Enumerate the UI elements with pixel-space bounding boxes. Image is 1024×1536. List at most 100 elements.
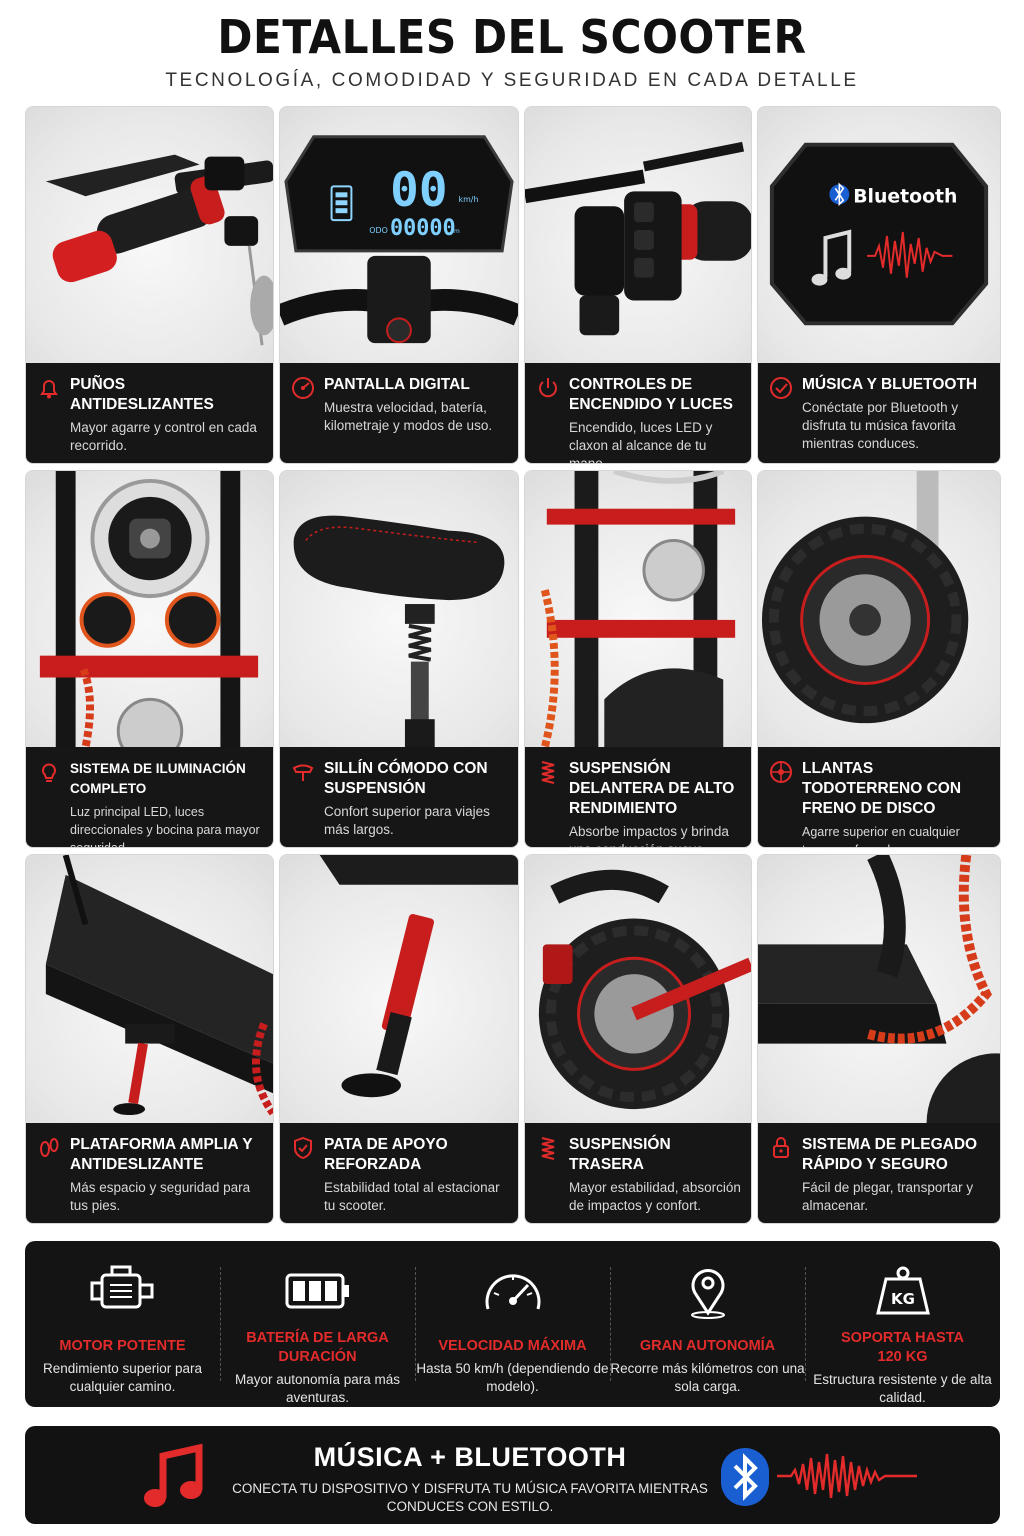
card-description: Agarre superior en cualquier terreno y f… <box>802 825 960 847</box>
music-note-icon <box>137 1438 213 1514</box>
feature-title: SOPORTA HASTA 120 KG <box>841 1330 964 1365</box>
card-caption: SUSPENSIÓN TRASERA Mayor estabilidad, ab… <box>525 1123 751 1223</box>
folding-photo <box>758 855 1000 1123</box>
card-title: SISTEMA DE PLEGADO RÁPIDO Y SEGURO <box>802 1136 978 1173</box>
card-title: SUSPENSIÓN DELANTERA DE ALTO RENDIMIENTO <box>569 760 735 817</box>
display-photo: 00 km/h ODO 00000 km <box>280 107 518 363</box>
feature-description: Recorre más kilómetros con una sola carg… <box>610 1361 805 1394</box>
kickstand-photo <box>280 855 518 1123</box>
card-caption: SUSPENSIÓN DELANTERA DE ALTO RENDIMIENTO… <box>525 747 751 847</box>
deck-photo <box>26 855 273 1123</box>
shield-check-icon <box>290 1135 316 1161</box>
sound-wave-icon <box>777 1450 917 1502</box>
card-title: PANTALLA DIGITAL <box>324 376 470 393</box>
svg-text:KG: KG <box>891 1290 915 1308</box>
card-description: Más espacio y seguridad para tus pies. <box>70 1180 251 1213</box>
card-description: Mayor estabilidad, absorción de impactos… <box>569 1180 741 1213</box>
card-caption: MÚSICA Y BLUETOOTH Conéctate por Bluetoo… <box>758 363 1000 463</box>
card-caption: PLATAFORMA AMPLIA Y ANTIDESLIZANTE Más e… <box>26 1123 273 1223</box>
spring-icon <box>535 1135 561 1161</box>
card-title: LLANTAS TODOTERRENO CON FRENO DE DISCO <box>802 760 962 817</box>
lightbulb-icon <box>36 759 62 785</box>
card-grips: PUÑOS ANTIDESLIZANTES Mayor agarre y con… <box>25 106 274 464</box>
power-icon <box>535 375 561 401</box>
card-description: Muestra velocidad, batería, kilometraje … <box>324 400 493 433</box>
card-caption: PUÑOS ANTIDESLIZANTES Mayor agarre y con… <box>26 363 273 463</box>
front-suspension-photo <box>525 471 751 747</box>
grip-photo <box>26 107 273 363</box>
card-title: SISTEMA DE ILUMINACIÓN COMPLETO <box>70 761 246 796</box>
card-caption: PANTALLA DIGITAL Muestra velocidad, bate… <box>280 363 518 463</box>
feature-speed: VELOCIDAD MÁXIMA Hasta 50 km/h (dependie… <box>415 1241 610 1407</box>
seat-icon <box>290 759 316 785</box>
svg-text:km/h: km/h <box>459 195 479 204</box>
checkmark-icon <box>768 375 794 401</box>
svg-text:Bluetooth: Bluetooth <box>853 186 957 207</box>
card-deck: PLATAFORMA AMPLIA Y ANTIDESLIZANTE Más e… <box>25 854 274 1224</box>
footprint-icon <box>36 1135 62 1161</box>
page-header: DETALLES DEL SCOOTER TECNOLOGÍA, COMODID… <box>0 8 1024 92</box>
feature-title: BATERÍA DE LARGA DURACIÓN <box>246 1330 389 1365</box>
card-description: Estabilidad total al estacionar tu scoot… <box>324 1180 500 1213</box>
svg-text:km: km <box>451 228 460 235</box>
card-kickstand: PATA DE APOYO REFORZADA Estabilidad tota… <box>279 854 519 1224</box>
feature-battery: BATERÍA DE LARGA DURACIÓN Mayor autonomí… <box>220 1241 415 1407</box>
svg-text:ODO: ODO <box>369 226 388 235</box>
card-title: MÚSICA Y BLUETOOTH <box>802 376 978 393</box>
feature-description: Mayor autonomía para más aventuras. <box>234 1372 401 1405</box>
bell-icon <box>36 375 62 401</box>
card-description: Fácil de plegar, transportar y almacenar… <box>802 1180 974 1213</box>
location-pin-icon <box>673 1263 743 1319</box>
feature-bar: MOTOR POTENTE Rendimiento superior para … <box>25 1241 1000 1407</box>
card-title: CONTROLES DE ENCENDIDO Y LUCES <box>569 376 733 413</box>
feature-description: Estructura resistente y de alta calidad. <box>813 1372 992 1405</box>
lights-photo <box>26 471 273 747</box>
card-title: PLATAFORMA AMPLIA Y ANTIDESLIZANTE <box>70 1136 253 1173</box>
card-folding: SISTEMA DE PLEGADO RÁPIDO Y SEGURO Fácil… <box>757 854 1001 1224</box>
feature-weight: KG SOPORTA HASTA 120 KG Estructura resis… <box>805 1241 1000 1407</box>
bluetooth-photo: Bluetooth <box>758 107 1000 363</box>
feature-range: GRAN AUTONOMÍA Recorre más kilómetros co… <box>610 1241 805 1407</box>
card-description: Absorbe impactos y brinda una conducción… <box>569 824 729 847</box>
lock-icon <box>768 1135 794 1161</box>
svg-text:00: 00 <box>390 163 447 218</box>
motor-icon <box>88 1263 158 1319</box>
card-bluetooth: Bluetooth MÚSICA Y BLUETOOTH Conéctate p… <box>757 106 1001 464</box>
feature-description: Hasta 50 km/h (dependiendo de modelo). <box>416 1361 609 1394</box>
card-lights: SISTEMA DE ILUMINACIÓN COMPLETO Luz prin… <box>25 470 274 848</box>
card-caption: CONTROLES DE ENCENDIDO Y LUCES Encendido… <box>525 363 751 463</box>
card-caption: LLANTAS TODOTERRENO CON FRENO DE DISCO A… <box>758 747 1000 847</box>
battery-icon <box>283 1263 353 1319</box>
card-title: SUSPENSIÓN TRASERA <box>569 1136 671 1173</box>
seat-photo <box>280 471 518 747</box>
wheel-icon <box>768 759 794 785</box>
detail-grid: PUÑOS ANTIDESLIZANTES Mayor agarre y con… <box>25 106 1001 1224</box>
card-caption: SISTEMA DE ILUMINACIÓN COMPLETO Luz prin… <box>26 747 273 847</box>
banner-description: CONECTA TU DISPOSITIVO Y DISFRUTA TU MÚS… <box>232 1481 708 1514</box>
banner-title: MÚSICA + BLUETOOTH <box>313 1442 627 1472</box>
card-display: 00 km/h ODO 00000 km PANTALLA DIGITAL Mu… <box>279 106 519 464</box>
speedometer-icon <box>478 1263 548 1319</box>
card-rear-suspension: SUSPENSIÓN TRASERA Mayor estabilidad, ab… <box>524 854 752 1224</box>
weight-icon: KG <box>868 1263 938 1319</box>
card-front-suspension: SUSPENSIÓN DELANTERA DE ALTO RENDIMIENTO… <box>524 470 752 848</box>
spring-icon <box>535 759 561 785</box>
card-description: Encendido, luces LED y claxon al alcance… <box>569 420 713 464</box>
card-caption: PATA DE APOYO REFORZADA Estabilidad tota… <box>280 1123 518 1223</box>
card-description: Conéctate por Bluetooth y disfruta tu mú… <box>802 400 959 451</box>
card-caption: SISTEMA DE PLEGADO RÁPIDO Y SEGURO Fácil… <box>758 1123 1000 1223</box>
music-banner: MÚSICA + BLUETOOTH CONECTA TU DISPOSITIV… <box>25 1426 1000 1524</box>
feature-motor: MOTOR POTENTE Rendimiento superior para … <box>25 1241 220 1407</box>
card-seat: SILLÍN CÓMODO CON SUSPENSIÓN Confort sup… <box>279 470 519 848</box>
feature-description: Rendimiento superior para cualquier cami… <box>42 1361 203 1394</box>
page-title: DETALLES DEL SCOOTER <box>217 10 807 64</box>
svg-text:00000: 00000 <box>390 216 456 241</box>
page-subtitle: TECNOLOGÍA, COMODIDAD Y SEGURIDAD EN CAD… <box>165 70 859 91</box>
controls-photo <box>525 107 751 363</box>
tires-photo <box>758 471 1000 747</box>
card-description: Mayor agarre y control en cada recorrido… <box>70 420 257 453</box>
feature-title: GRAN AUTONOMÍA <box>639 1338 776 1354</box>
card-tires: LLANTAS TODOTERRENO CON FRENO DE DISCO A… <box>757 470 1001 848</box>
feature-title: MOTOR POTENTE <box>59 1338 186 1354</box>
card-title: PUÑOS ANTIDESLIZANTES <box>70 376 214 413</box>
